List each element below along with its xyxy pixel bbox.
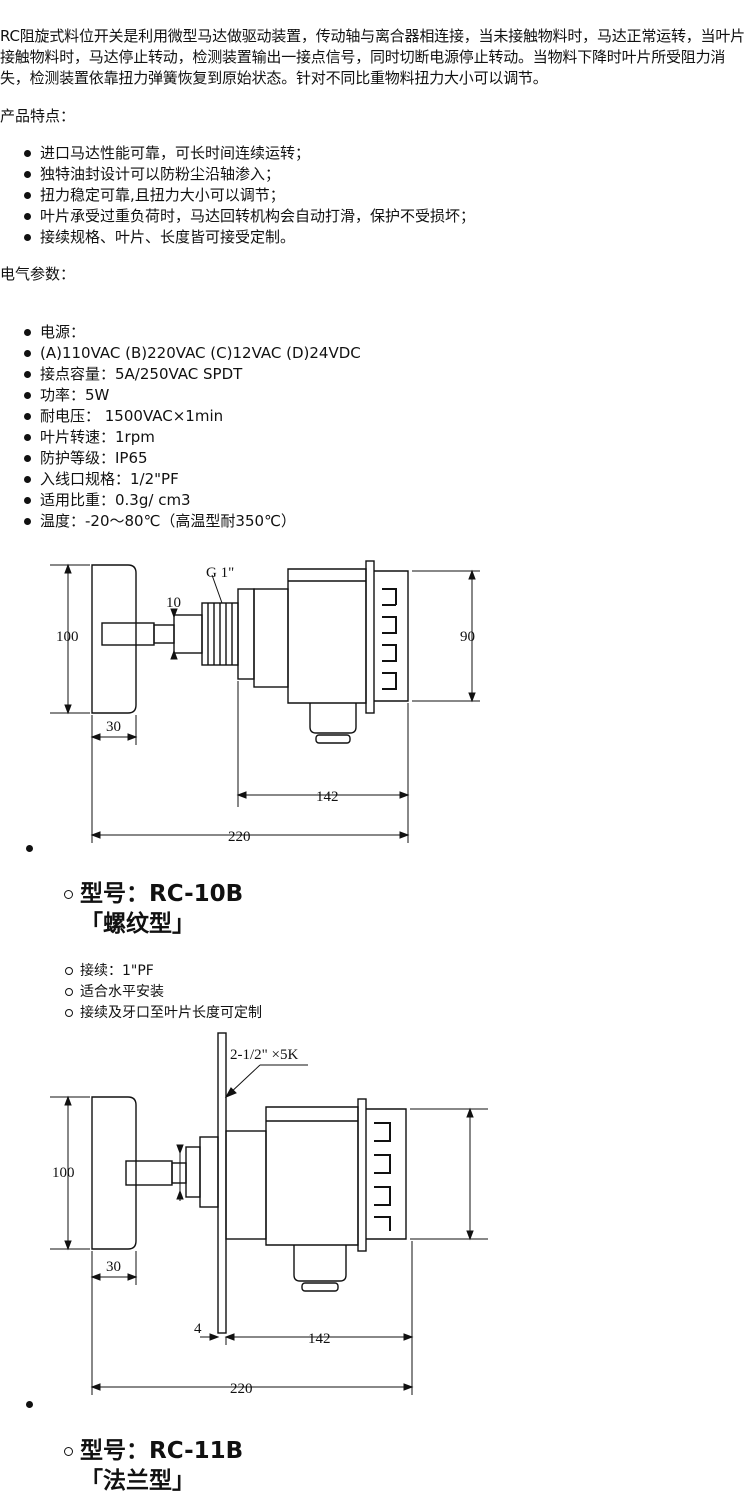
rc10b-dimension-drawing: G 1" 10 100 90 30 142 220 <box>50 560 480 845</box>
dim-10-label: 10 <box>166 595 181 611</box>
list-item: 叶片承受过重负荷时，马达回转机构会自动打滑，保护不受损坏； <box>20 206 475 227</box>
list-item: 接续及牙口至叶片长度可定制 <box>62 1003 262 1024</box>
dim-100-label: 100 <box>52 1165 75 1181</box>
model-rc10b: 型号：RC-10B 「螺纹型」 <box>62 880 362 942</box>
list-item: 适合水平安装 <box>62 982 262 1003</box>
dim-100-label: 100 <box>56 629 79 645</box>
dim-30-label: 30 <box>106 719 121 735</box>
thread-label: G 1" <box>206 565 234 581</box>
list-item: 电源： <box>20 322 361 343</box>
list-item: (A)110VAC (B)220VAC (C)12VAC (D)24VDC <box>20 343 361 364</box>
rc11b-dimension-drawing: 2-1/2" ×5K 100 30 4 142 220 <box>50 1032 488 1397</box>
electrical-heading: 电气参数： <box>0 265 76 283</box>
list-item: 接续：1"PF <box>62 961 262 982</box>
dim-90-label: 90 <box>460 629 475 645</box>
list-item: 适用比重：0.3g/ cm3 <box>20 490 361 511</box>
list-item: 叶片转速：1rpm <box>20 427 361 448</box>
features-list: 进口马达性能可靠，可长时间连续运转； 独特油封设计可以防粉尘沿轴渗入； 扭力稳定… <box>20 143 475 248</box>
list-item: 耐电压： 1500VAC×1min <box>20 406 361 427</box>
model-name: 型号：RC-11B <box>80 1438 244 1464</box>
list-item: 接点容量：5A/250VAC SPDT <box>20 364 361 385</box>
circle-bullet-icon <box>64 1447 73 1456</box>
dim-4-label: 4 <box>194 1321 202 1337</box>
dim-220-label: 220 <box>230 1381 253 1397</box>
list-item: 防护等级：IP65 <box>20 448 361 469</box>
bullet-dot <box>26 845 33 852</box>
features-heading: 产品特点： <box>0 107 76 125</box>
list-item: 温度：-20～80℃（高温型耐350℃） <box>20 511 361 532</box>
bullet-dot <box>26 1401 33 1408</box>
dim-142-label: 142 <box>316 789 339 805</box>
list-item: 进口马达性能可靠，可长时间连续运转； <box>20 143 475 164</box>
model1-notes: 接续：1"PF 适合水平安装 接续及牙口至叶片长度可定制 <box>62 961 262 1024</box>
model-type: 「螺纹型」 <box>80 911 195 937</box>
dim-30-label: 30 <box>106 1259 121 1275</box>
model-name: 型号：RC-10B <box>80 881 244 907</box>
intro-paragraph: RC阻旋式料位开关是利用微型马达做驱动装置，传动轴与离合器相连接，当未接触物料时… <box>0 27 745 87</box>
list-item: 扭力稳定可靠,且扭力大小可以调节； <box>20 185 475 206</box>
list-item: 接续规格、叶片、长度皆可接受定制。 <box>20 227 475 248</box>
dim-220-label: 220 <box>228 829 251 845</box>
list-item: 入线口规格：1/2"PF <box>20 469 361 490</box>
electrical-list: 电源： (A)110VAC (B)220VAC (C)12VAC (D)24VD… <box>20 322 361 532</box>
model-type: 「法兰型」 <box>80 1468 195 1494</box>
circle-bullet-icon <box>64 890 73 899</box>
flange-label: 2-1/2" ×5K <box>230 1047 298 1063</box>
model-rc11b: 型号：RC-11B 「法兰型」 <box>62 1437 362 1499</box>
list-item: 功率：5W <box>20 385 361 406</box>
dim-142-label: 142 <box>308 1331 331 1347</box>
list-item: 独特油封设计可以防粉尘沿轴渗入； <box>20 164 475 185</box>
